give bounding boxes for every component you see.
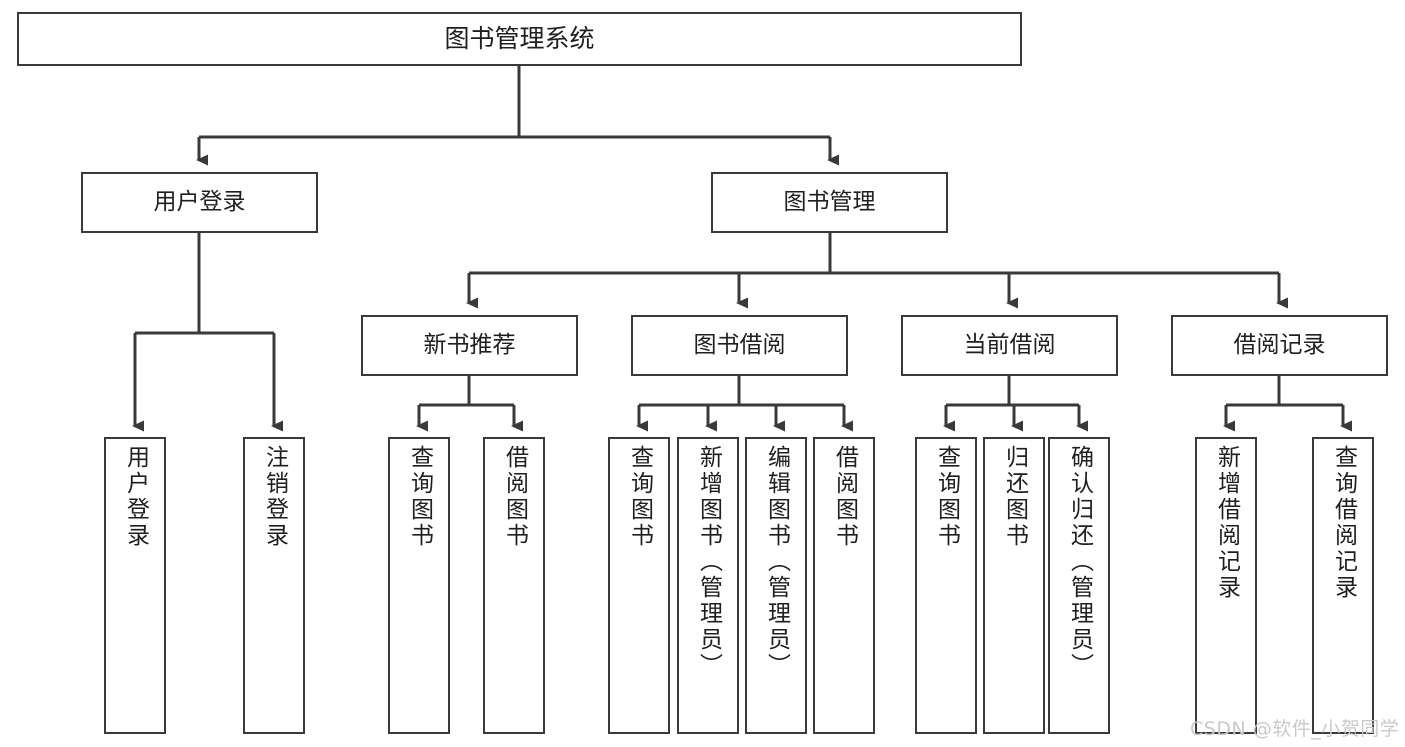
- node-current-borrow-label: 当前借阅: [963, 331, 1056, 358]
- node-book-manage-label: 图书管理: [783, 188, 876, 215]
- leaf-return-book-label: 归还图书: [1001, 445, 1028, 549]
- leaf-query-book-3-label: 查询图书: [933, 445, 960, 549]
- node-new-book-recommend-label: 新书推荐: [423, 331, 516, 358]
- leaf-add-record-label: 新增借阅记录: [1213, 445, 1240, 601]
- watermark: CSDN @软件_小贺同学: [1190, 718, 1400, 740]
- node-book-borrow-label: 图书借阅: [693, 331, 786, 358]
- leaf-add-book-label: 新增图书（管理员）: [695, 445, 722, 679]
- leaf-query-book-2[interactable]: 查询图书: [608, 437, 670, 734]
- leaf-query-book-1[interactable]: 查询图书: [388, 437, 450, 734]
- leaf-query-record-label: 查询借阅记录: [1330, 445, 1357, 601]
- leaf-logout[interactable]: 注销登录: [243, 437, 305, 734]
- leaf-return-book[interactable]: 归还图书: [983, 437, 1045, 734]
- leaf-logout-label: 注销登录: [261, 445, 288, 549]
- leaf-user-login-label: 用户登录: [122, 445, 149, 549]
- leaf-borrow-book-2-label: 借阅图书: [831, 445, 858, 549]
- leaf-query-book-2-label: 查询图书: [626, 445, 653, 549]
- node-new-book-recommend[interactable]: 新书推荐: [361, 315, 578, 376]
- node-user-login-label: 用户登录: [153, 188, 246, 215]
- node-book-manage[interactable]: 图书管理: [711, 172, 948, 233]
- node-root[interactable]: 图书管理系统: [17, 12, 1022, 66]
- leaf-query-record[interactable]: 查询借阅记录: [1312, 437, 1374, 734]
- node-book-borrow[interactable]: 图书借阅: [631, 315, 848, 376]
- leaf-borrow-book-1-label: 借阅图书: [501, 445, 528, 549]
- leaf-add-book[interactable]: 新增图书（管理员）: [677, 437, 739, 734]
- leaf-query-book-1-label: 查询图书: [406, 445, 433, 549]
- leaf-user-login[interactable]: 用户登录: [104, 437, 166, 734]
- leaf-borrow-book-2[interactable]: 借阅图书: [813, 437, 875, 734]
- node-user-login[interactable]: 用户登录: [81, 172, 318, 233]
- node-borrow-record-label: 借阅记录: [1233, 331, 1326, 358]
- leaf-borrow-book-1[interactable]: 借阅图书: [483, 437, 545, 734]
- leaf-confirm-return-label: 确认归还（管理员）: [1066, 445, 1093, 679]
- leaf-edit-book[interactable]: 编辑图书（管理员）: [745, 437, 807, 734]
- leaf-add-record[interactable]: 新增借阅记录: [1195, 437, 1257, 734]
- node-borrow-record[interactable]: 借阅记录: [1171, 315, 1388, 376]
- node-current-borrow[interactable]: 当前借阅: [901, 315, 1118, 376]
- leaf-edit-book-label: 编辑图书（管理员）: [763, 445, 790, 679]
- leaf-query-book-3[interactable]: 查询图书: [915, 437, 977, 734]
- leaf-confirm-return[interactable]: 确认归还（管理员）: [1048, 437, 1110, 734]
- node-root-label: 图书管理系统: [444, 24, 595, 54]
